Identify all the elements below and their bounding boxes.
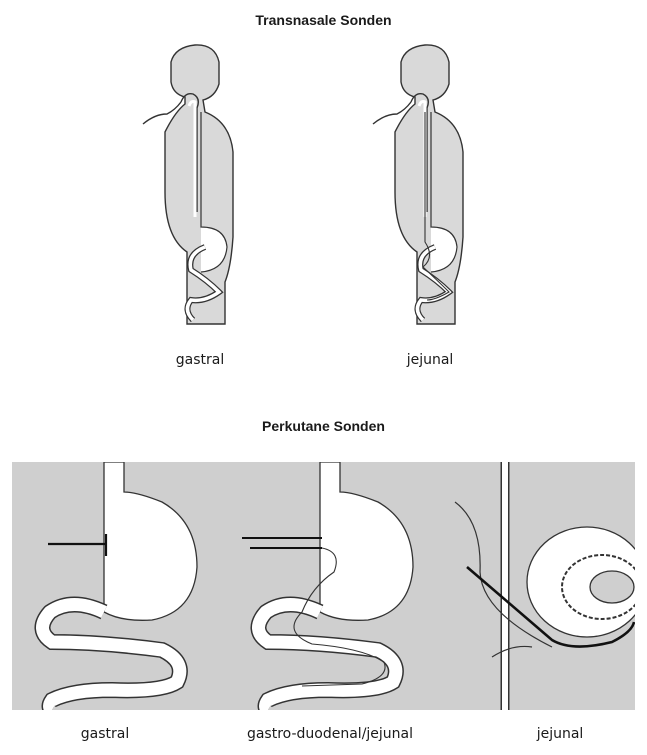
caption-top-jejunal: jejunal bbox=[370, 352, 490, 368]
caption-bottom-gastral: gastral bbox=[30, 726, 180, 742]
percutaneous-panel bbox=[12, 462, 635, 710]
top-section-title: Transnasale Sonden bbox=[0, 12, 647, 28]
bottom-section-title: Perkutane Sonden bbox=[0, 418, 647, 434]
torso-figure-jejunal bbox=[365, 42, 495, 332]
caption-bottom-gastro-duodenal: gastro-duodenal/jejunal bbox=[215, 726, 445, 742]
torso-figure-gastral bbox=[135, 42, 265, 332]
caption-bottom-jejunal: jejunal bbox=[500, 726, 620, 742]
caption-top-gastral: gastral bbox=[140, 352, 260, 368]
